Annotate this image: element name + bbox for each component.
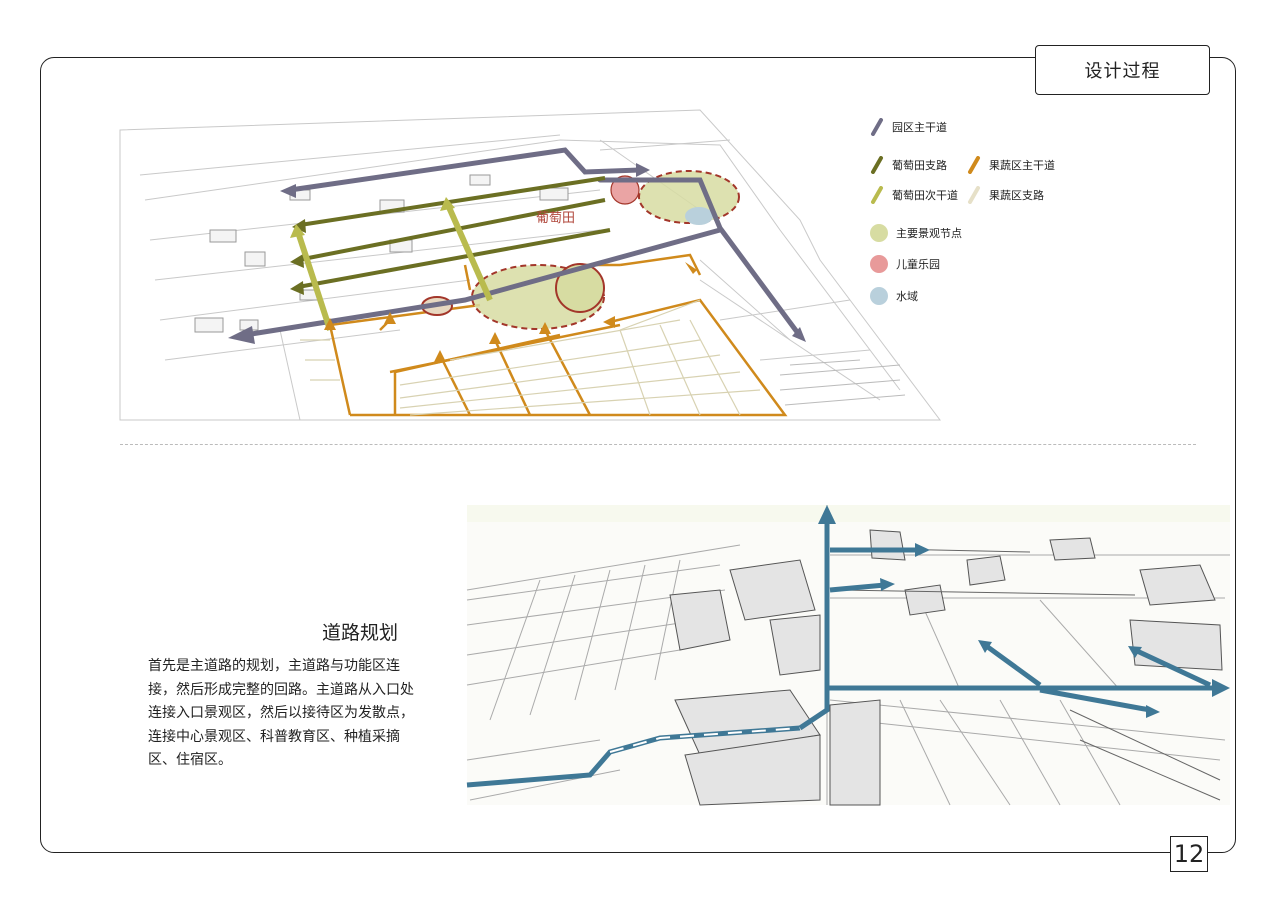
main-road — [242, 147, 803, 339]
legend: 园区主干道 葡萄田支路 果蔬区主干道 葡萄田次干道 果蔬区支路 主要景观节点 儿… — [870, 118, 1110, 318]
legend-item-playground: 儿童乐园 — [870, 255, 940, 273]
render-arrow-east — [1212, 679, 1230, 697]
water-icon — [870, 287, 888, 305]
legend-item-vineyard-secondary: 葡萄田次干道 — [870, 186, 958, 204]
page-frame — [40, 57, 1236, 853]
render-arrow-north — [818, 505, 836, 524]
vineyard-secondary-roads — [295, 203, 493, 331]
legend-item-orchard-branch: 果蔬区支路 — [967, 186, 1044, 204]
vineyard-branch-icon — [870, 156, 884, 174]
landscape-node-icon — [870, 224, 888, 242]
playground-icon — [870, 255, 888, 273]
landscape-nodes — [421, 170, 740, 330]
section-title: 道路规划 — [322, 622, 399, 644]
legend-item-water: 水域 — [870, 287, 918, 305]
legend-item-landscape-node: 主要景观节点 — [870, 224, 962, 242]
legend-item-orchard-main-road: 果蔬区主干道 — [967, 156, 1055, 174]
page-number: 12 — [1170, 836, 1208, 872]
orchard-main-road-icon — [967, 156, 981, 174]
vineyard-secondary-icon — [870, 186, 884, 204]
main-road-icon — [870, 118, 884, 136]
legend-item-main-road: 园区主干道 — [870, 118, 947, 136]
legend-item-vineyard-branch: 葡萄田支路 — [870, 156, 947, 174]
section-divider — [120, 444, 1196, 445]
vineyard-branch-roads — [297, 176, 611, 289]
vineyard-label: 葡萄田 — [536, 211, 576, 226]
section-description: 首先是主道路的规划，主道路与功能区连接，然后形成完整的回路。主道路从入口处连接入… — [148, 658, 414, 768]
page-title: 设计过程 — [1035, 45, 1210, 95]
orchard-branch-icon — [967, 186, 981, 204]
